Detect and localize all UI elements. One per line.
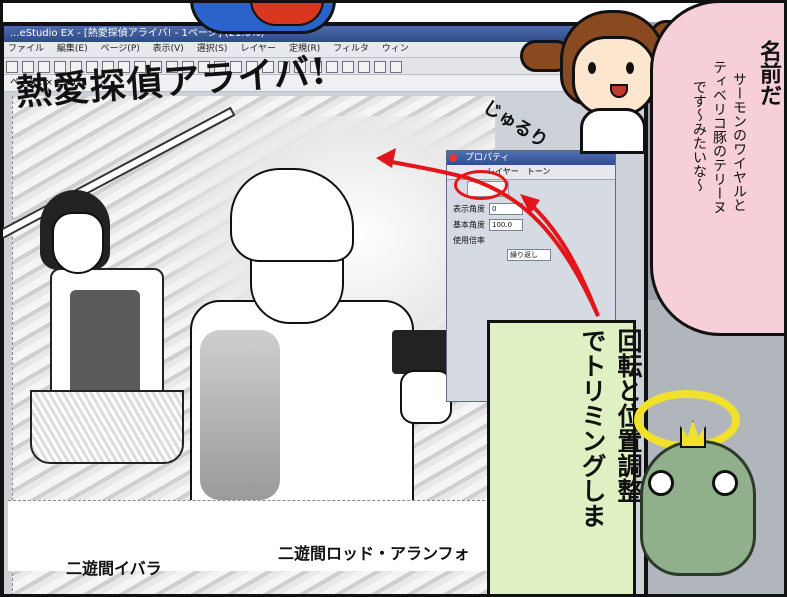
ruler-icon[interactable] xyxy=(214,61,226,73)
new-file-icon[interactable] xyxy=(6,61,18,73)
palette-row-scale: 使用倍率 xyxy=(453,235,485,246)
girl-face xyxy=(52,212,104,274)
bubble-line-1: サーモンのワイヤルと xyxy=(731,72,747,212)
menu-bar: ファイル 編集(E) ページ(P) 表示(V) 選択(S) レイヤー 定規(R)… xyxy=(4,42,644,58)
layer-icon[interactable] xyxy=(230,61,242,73)
settings-icon[interactable] xyxy=(390,61,402,73)
frame-icon[interactable] xyxy=(374,61,386,73)
character-name-right: 二遊間ロッド・アランフォ xyxy=(278,544,470,563)
undo-icon[interactable] xyxy=(70,61,82,73)
save-icon[interactable] xyxy=(38,61,50,73)
caption-text: 回転と位置調整 でトリミングしま xyxy=(574,328,646,528)
eraser-icon[interactable] xyxy=(278,61,290,73)
hand-illustration xyxy=(400,370,452,424)
bubble-line-2: ティベリコ豚のテリーヌ xyxy=(711,60,727,214)
text-icon[interactable] xyxy=(310,61,322,73)
palette-row-display-angle: 表示角度 0 xyxy=(453,203,523,215)
palette-row-select: 繰り返し xyxy=(507,249,551,261)
frog-mascot xyxy=(640,440,756,576)
frog-eye-right xyxy=(712,470,738,496)
caption-line-2: でトリミングしま xyxy=(578,328,607,528)
palette-row-label: 使用倍率 xyxy=(453,236,485,245)
document-tab-bar: ページ1 × 25.0 xyxy=(4,75,644,92)
chibi-body xyxy=(580,108,646,154)
grid-icon[interactable] xyxy=(198,61,210,73)
cut-icon[interactable] xyxy=(102,61,114,73)
pen-icon[interactable] xyxy=(262,61,274,73)
bubble-line-3: です〜みたいな〜 xyxy=(691,80,707,192)
tone-icon[interactable] xyxy=(358,61,370,73)
menu-item-view[interactable]: 表示(V) xyxy=(152,44,184,54)
girl-vest xyxy=(70,290,140,400)
display-angle-field[interactable]: 0 xyxy=(489,203,523,215)
chibi-eye-left xyxy=(588,62,596,74)
window-title: ...eStudio EX - [熱愛探偵アライバ! - 1ページ] (21.0… xyxy=(10,28,265,39)
highlight-circle xyxy=(454,170,508,200)
menu-item-window[interactable]: ウィン xyxy=(381,44,409,54)
fill-icon[interactable] xyxy=(294,61,306,73)
menu-item-select[interactable]: 選択(S) xyxy=(196,44,228,54)
menu-item-filter[interactable]: フィルタ xyxy=(333,44,369,54)
palette-title: プロパティ xyxy=(465,153,510,163)
paste-icon[interactable] xyxy=(134,61,146,73)
menu-item-edit[interactable]: 編集(E) xyxy=(56,44,88,54)
chibi-eye-right xyxy=(626,62,634,74)
palette-row-label: 基本角度 xyxy=(453,220,485,230)
canvas-bottom-strip xyxy=(8,500,490,571)
boy-body-shading xyxy=(200,330,280,500)
repeat-select[interactable]: 繰り返し xyxy=(507,249,551,261)
palette-row-base-angle: 基本角度 100.0 xyxy=(453,219,523,231)
brush-icon[interactable] xyxy=(246,61,258,73)
open-icon[interactable] xyxy=(22,61,34,73)
tab-tone[interactable]: トーン xyxy=(526,167,551,176)
select-icon[interactable] xyxy=(326,61,338,73)
base-angle-field[interactable]: 100.0 xyxy=(489,219,523,231)
menu-item-layer[interactable]: レイヤー xyxy=(240,44,277,54)
caption-box xyxy=(487,320,636,597)
close-icon[interactable] xyxy=(449,154,457,162)
hand-icon[interactable] xyxy=(166,61,178,73)
print-icon[interactable] xyxy=(54,61,66,73)
window-titlebar[interactable]: ...eStudio EX - [熱愛探偵アライバ! - 1ページ] (21.0… xyxy=(4,26,644,42)
frog-eye-left xyxy=(648,470,674,496)
rotate-icon[interactable] xyxy=(182,61,194,73)
menu-item-ruler[interactable]: 定規(R) xyxy=(288,44,321,54)
redo-icon[interactable] xyxy=(86,61,98,73)
menu-item-page[interactable]: ページ(P) xyxy=(100,44,140,54)
boy-hair xyxy=(230,168,354,262)
toolbar xyxy=(4,58,644,75)
bubble-big-text: 名前だ xyxy=(756,40,781,106)
menu-item-file[interactable]: ファイル xyxy=(8,44,45,54)
palette-row-label: 表示角度 xyxy=(453,204,485,214)
chibi-mouth xyxy=(610,84,628,98)
copy-icon[interactable] xyxy=(118,61,130,73)
zoom-icon[interactable] xyxy=(150,61,162,73)
tab-document[interactable]: ページ1 × 25.0 xyxy=(10,78,76,88)
chibi-face xyxy=(572,36,656,116)
girl-skirt xyxy=(30,390,184,464)
character-name-left: 二遊間イバラ xyxy=(66,559,162,578)
move-icon[interactable] xyxy=(342,61,354,73)
